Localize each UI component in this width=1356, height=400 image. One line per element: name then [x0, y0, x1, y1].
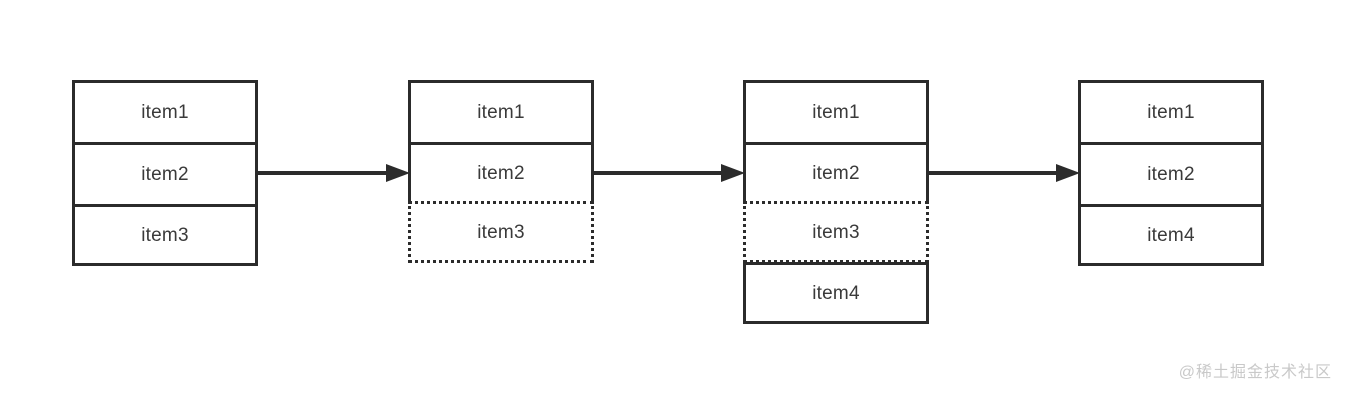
- list-item-row: item1: [743, 80, 929, 142]
- stage-3-item4-added: item1 item2 item3 item4: [743, 80, 929, 324]
- list-item-row: item2: [743, 142, 929, 204]
- list-item-label: item2: [477, 162, 525, 184]
- arrow-stage2-to-stage3: [593, 163, 745, 183]
- stage-1-original: item1 item2 item3: [72, 80, 258, 266]
- list-item-label: item2: [1147, 164, 1195, 185]
- list-item-row: item2: [408, 142, 594, 204]
- list-item-row-added: item4: [743, 262, 929, 324]
- list-item-row: item4: [1078, 204, 1264, 266]
- list-item-row: item2: [72, 142, 258, 204]
- list-item-label: item2: [812, 162, 860, 184]
- watermark-text: @稀土掘金技术社区: [1178, 364, 1332, 381]
- list-item-row: item1: [408, 80, 594, 142]
- list-item-label: item3: [812, 221, 860, 243]
- list-item-row-removed: item3: [743, 201, 929, 263]
- arrow-stage3-to-stage4: [928, 163, 1080, 183]
- list-item-label: item3: [141, 224, 189, 246]
- stage-2-item3-marked: item1 item2 item3: [408, 80, 594, 263]
- list-item-row: item1: [72, 80, 258, 142]
- list-item-label: item1: [477, 102, 525, 123]
- stage-4-result: item1 item2 item4: [1078, 80, 1264, 266]
- list-item-row-removed: item3: [408, 201, 594, 263]
- list-item-label: item4: [1147, 224, 1195, 246]
- list-item-label: item1: [812, 102, 860, 123]
- list-item-row: item1: [1078, 80, 1264, 142]
- list-item-row: item3: [72, 204, 258, 266]
- list-item-row: item2: [1078, 142, 1264, 204]
- list-item-label: item2: [141, 164, 189, 185]
- list-item-label: item4: [812, 282, 860, 304]
- arrow-stage1-to-stage2: [258, 163, 410, 183]
- list-item-label: item1: [141, 102, 189, 123]
- list-item-label: item3: [477, 221, 525, 243]
- list-item-label: item1: [1147, 102, 1195, 123]
